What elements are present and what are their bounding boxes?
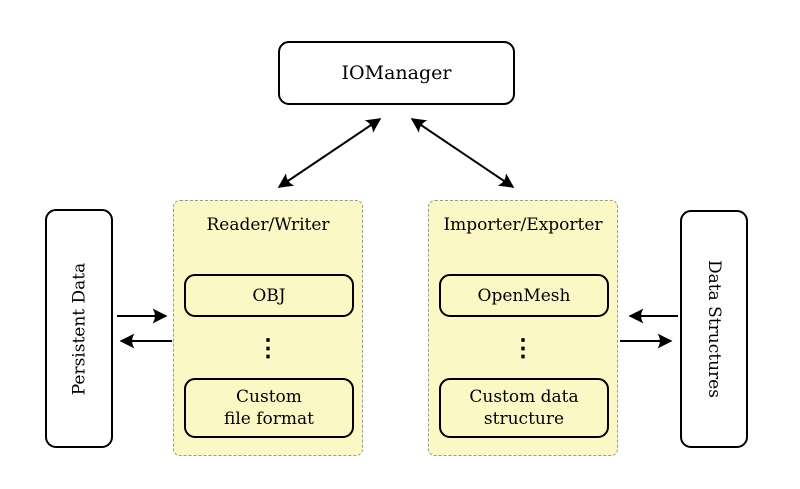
arrow-iomanager-importerexporter [410,118,515,188]
openmesh-node: OpenMesh [439,274,609,317]
importer-exporter-ellipsis: ⋮ [511,333,535,362]
custom-data-structure-node: Custom data structure [439,378,609,438]
iomanager-node: IOManager [278,41,515,105]
custom-file-format-node: Custom file format [184,378,354,438]
reader-writer-ellipsis: ⋮ [256,333,280,362]
obj-node: OBJ [184,274,354,317]
importer-exporter-title: Importer/Exporter [443,215,603,235]
iomanager-label: IOManager [341,62,452,84]
importer-exporter-group: Importer/Exporter OpenMesh ⋮ Custom data… [428,200,618,456]
persistent-data-label: Persistent Data [69,262,89,395]
persistent-data-node: Persistent Data [45,209,113,448]
arrow-iomanager-readerwriter [277,118,382,188]
reader-writer-title: Reader/Writer [206,215,330,235]
reader-writer-group: Reader/Writer OBJ ⋮ Custom file format [173,200,363,456]
data-structures-node: Data Structures [680,210,748,448]
data-structures-label: Data Structures [704,260,724,398]
